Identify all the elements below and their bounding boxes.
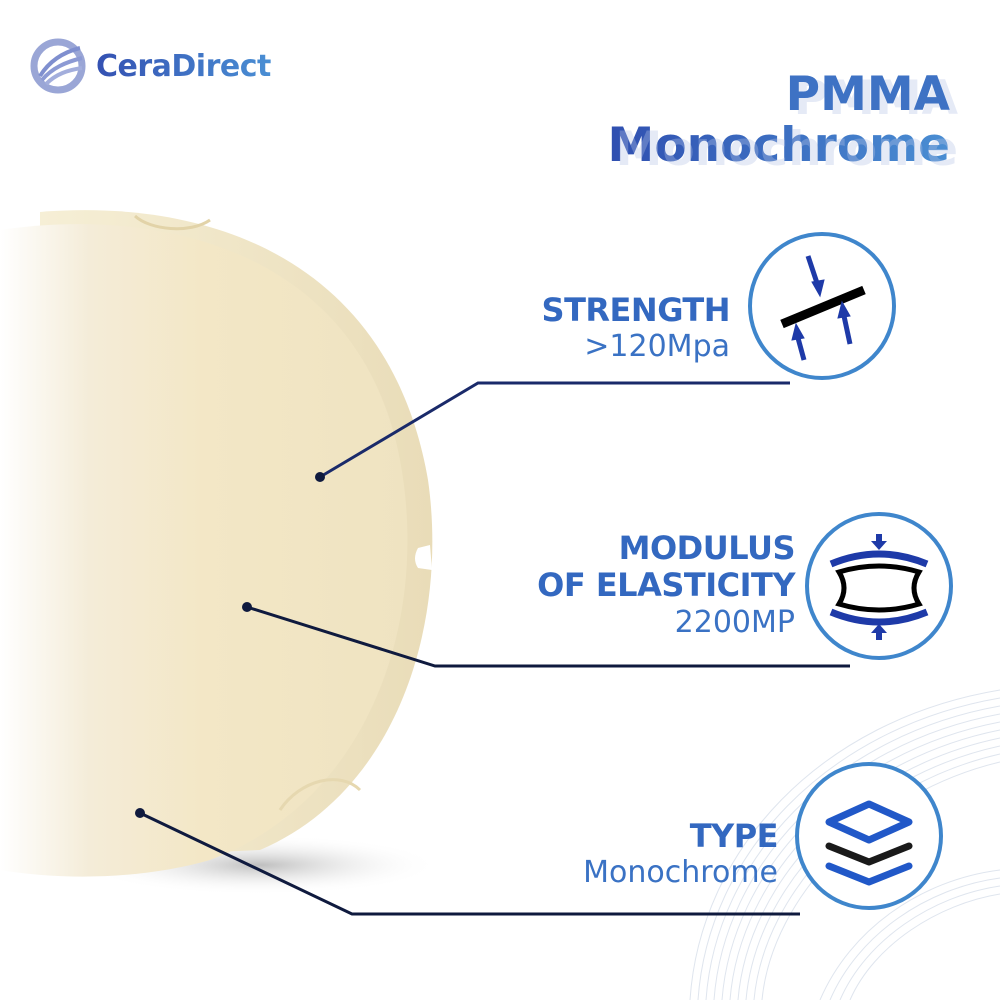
feature-strength: STRENGTH >120Mpa (541, 291, 731, 365)
title-line-2: Monochrome (607, 117, 950, 173)
brand-name: CeraDirect (96, 48, 271, 84)
feature-value: Monochrome (583, 855, 778, 891)
product-disc-image (0, 210, 440, 895)
feature-label-line-1: MODULUS (618, 529, 796, 567)
page-title: PMMA Monochrome (607, 67, 950, 173)
feature-type: TYPE Monochrome (583, 817, 779, 891)
compression-bar-icon (748, 232, 896, 380)
feature-label: TYPE (689, 817, 779, 855)
feature-value: >120Mpa (584, 329, 730, 365)
layers-icon (795, 762, 943, 910)
feature-label-line-2: OF ELASTICITY (537, 566, 795, 605)
title-line-1: PMMA (785, 67, 950, 122)
callout-dot-modulus (242, 602, 252, 612)
feature-value: 2200MP (674, 604, 795, 640)
feature-label: STRENGTH (541, 291, 731, 329)
swoosh-circle-logo-icon (30, 38, 86, 94)
elastic-deformation-icon (805, 512, 953, 660)
callout-dot-strength (315, 472, 325, 482)
feature-modulus-of-elasticity: MODULUS OF ELASTICITY 2200MP (537, 529, 796, 640)
callout-dot-type (135, 808, 145, 818)
brand-logo: CeraDirect (30, 38, 271, 94)
